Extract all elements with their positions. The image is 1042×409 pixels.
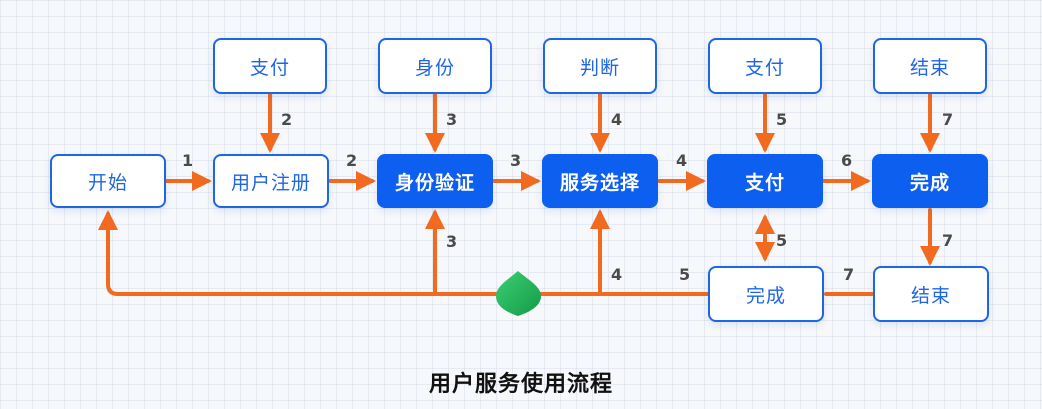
label-top-judge-select: 4 [611,110,623,129]
label-pay-bottom-done: 5 [776,231,788,250]
node-top-identity[interactable]: 身份 [378,38,492,94]
label-top-end-done: 7 [942,110,954,129]
node-verify[interactable]: 身份验证 [377,154,493,208]
label-bottom-done-hub: 5 [679,265,691,284]
label-bottom-end-bottom-done: 7 [843,265,855,284]
node-pay[interactable]: 支付 [707,154,823,208]
node-top-judge[interactable]: 判断 [543,38,657,94]
label-top-pay-2-pay: 5 [776,110,788,129]
label-top-pay-1-register: 2 [281,110,293,129]
node-bottom-end[interactable]: 结束 [873,266,989,322]
label-pay-done: 6 [841,151,853,170]
node-select[interactable]: 服务选择 [542,154,658,208]
label-top-identity-verify: 3 [446,110,458,129]
node-top-end[interactable]: 结束 [873,38,987,94]
label-hub-verify: 3 [446,232,458,251]
node-bottom-done[interactable]: 完成 [708,266,824,322]
label-done-bottom-end: 7 [942,231,954,250]
label-hub-select: 4 [611,265,623,284]
edge-bottom-done-to-start [98,210,710,296]
node-done[interactable]: 完成 [872,154,988,208]
node-register[interactable]: 用户注册 [213,154,329,208]
label-select-pay: 4 [676,151,688,170]
node-top-pay-2[interactable]: 支付 [708,38,822,94]
label-start-register: 1 [182,151,194,170]
node-top-pay-1[interactable]: 支付 [213,38,327,94]
node-start[interactable]: 开始 [50,154,166,208]
hub-leaf-icon [496,271,541,316]
label-register-verify: 2 [346,151,358,170]
diagram-title: 用户服务使用流程 [428,372,613,397]
label-verify-select: 3 [510,151,522,170]
